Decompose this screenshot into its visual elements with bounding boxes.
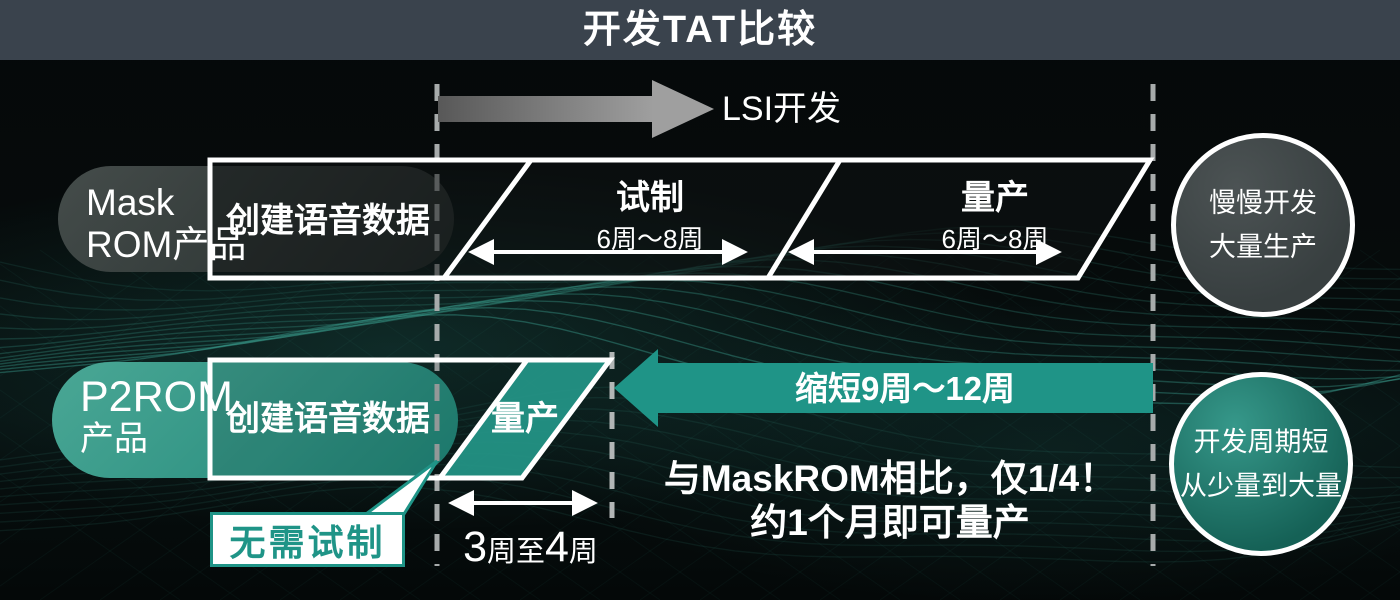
comparison-line1: 与MaskROM相比，仅1/4！ [663,458,1117,499]
mass-production-label: 量产 [961,179,1029,217]
shorten-left-arrow [614,349,1153,427]
p2-mass-duration-label: 3周至4周 [463,523,598,571]
shorten-weeks-label: 缩短9周～12周 [794,370,1016,407]
no-trial-callout-box: 无需试制 [210,512,405,567]
mass-duration-label: 6周～8周 [941,224,1049,254]
page-title: 开发TAT比较 [582,9,818,51]
p2rom-product-label: P2ROM 产品 [80,373,233,458]
title-bar: 开发TAT比较 [0,0,1400,60]
trial-duration-label: 6周～8周 [596,224,704,254]
p2rom-band-shape [207,357,615,481]
mask-rom-summary-badge: 慢慢开发 大量生产 [1171,133,1355,317]
lsi-development-label: LSI开发 [722,90,842,128]
p2-create-voice-data-label: 创建语音数据 [226,400,430,438]
p2rom-summary-badge: 开发周期短 从少量到大量 [1169,372,1353,556]
p2-mass-production-label: 量产 [491,400,559,438]
p2rom-label-pill [52,362,458,478]
mask-rom-band-shape [207,157,1155,281]
comparison-line2: 约1个月即可量产 [750,502,1030,543]
mask-create-voice-data-label: 创建语音数据 [226,202,430,240]
lsi-development-arrow [438,80,714,138]
mask-rom-product-label: Mask ROM产品 [86,182,247,265]
trial-production-label: 试制 [616,179,684,217]
